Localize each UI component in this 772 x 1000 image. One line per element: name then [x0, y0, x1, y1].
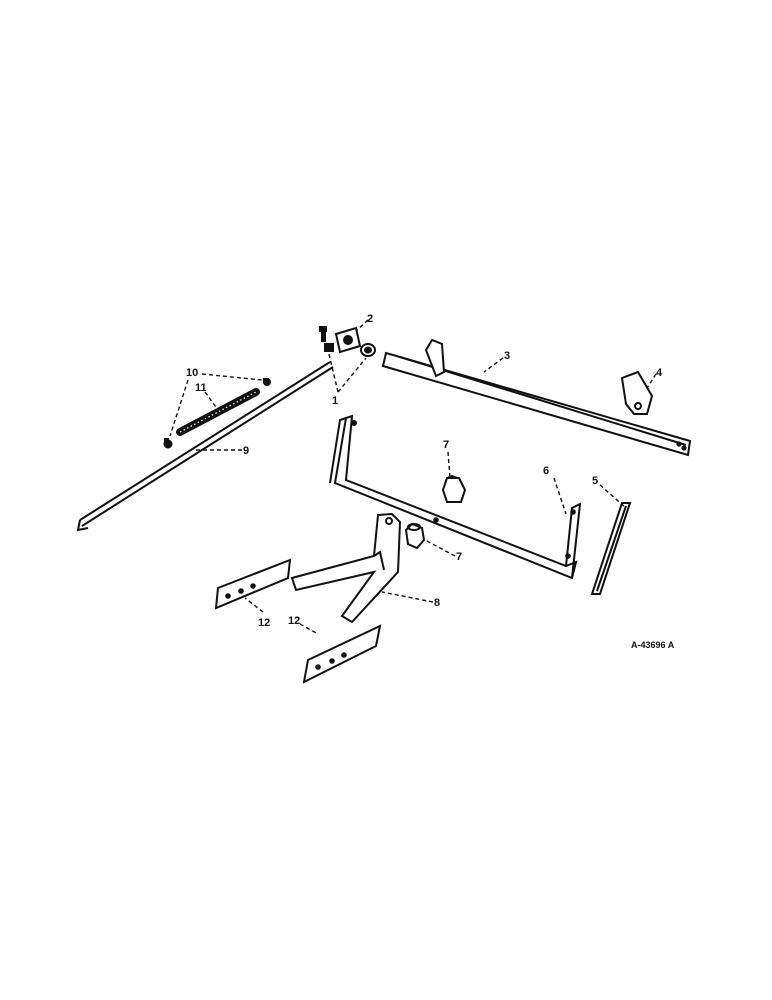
set-screw-part-1	[319, 326, 334, 352]
callout-12-upper: 12	[258, 617, 270, 629]
pin-part-10-lower	[163, 438, 173, 449]
collar-part-2	[334, 326, 362, 354]
callout-5: 5	[592, 475, 598, 487]
clip-part-4	[620, 370, 654, 415]
callout-1: 1	[332, 395, 338, 407]
pin-part-10-upper	[263, 378, 271, 386]
spring-part-11	[176, 388, 260, 436]
link-part-5	[590, 502, 632, 595]
bushing-part-1	[360, 343, 376, 357]
callout-10: 10	[186, 367, 198, 379]
callout-2: 2	[367, 313, 373, 325]
shaft-part-3	[381, 338, 692, 457]
rod-part-9	[76, 361, 334, 532]
callout-9: 9	[243, 445, 249, 457]
frame-part-6	[329, 414, 582, 580]
callout-7-lower: 7	[456, 551, 462, 563]
bumper-part-7-lower	[404, 522, 426, 550]
callout-11: 11	[195, 382, 207, 394]
callout-3: 3	[504, 350, 510, 362]
bracket-part-8	[290, 512, 402, 624]
callout-6: 6	[543, 465, 549, 477]
bumper-part-7-upper	[441, 474, 467, 503]
callout-4: 4	[656, 367, 663, 379]
callout-7-upper: 7	[443, 439, 449, 451]
reference-code: A-43696 A	[631, 640, 675, 650]
callout-12-lower: 12	[288, 615, 300, 627]
leader-lines	[169, 319, 657, 635]
callout-8: 8	[434, 597, 440, 609]
plate-part-12-lower	[302, 624, 382, 684]
callout-labels: 1 2 3 4 5 6 7 7 8 9 10 11 12 12	[186, 313, 663, 629]
plate-part-12-upper	[214, 558, 292, 610]
